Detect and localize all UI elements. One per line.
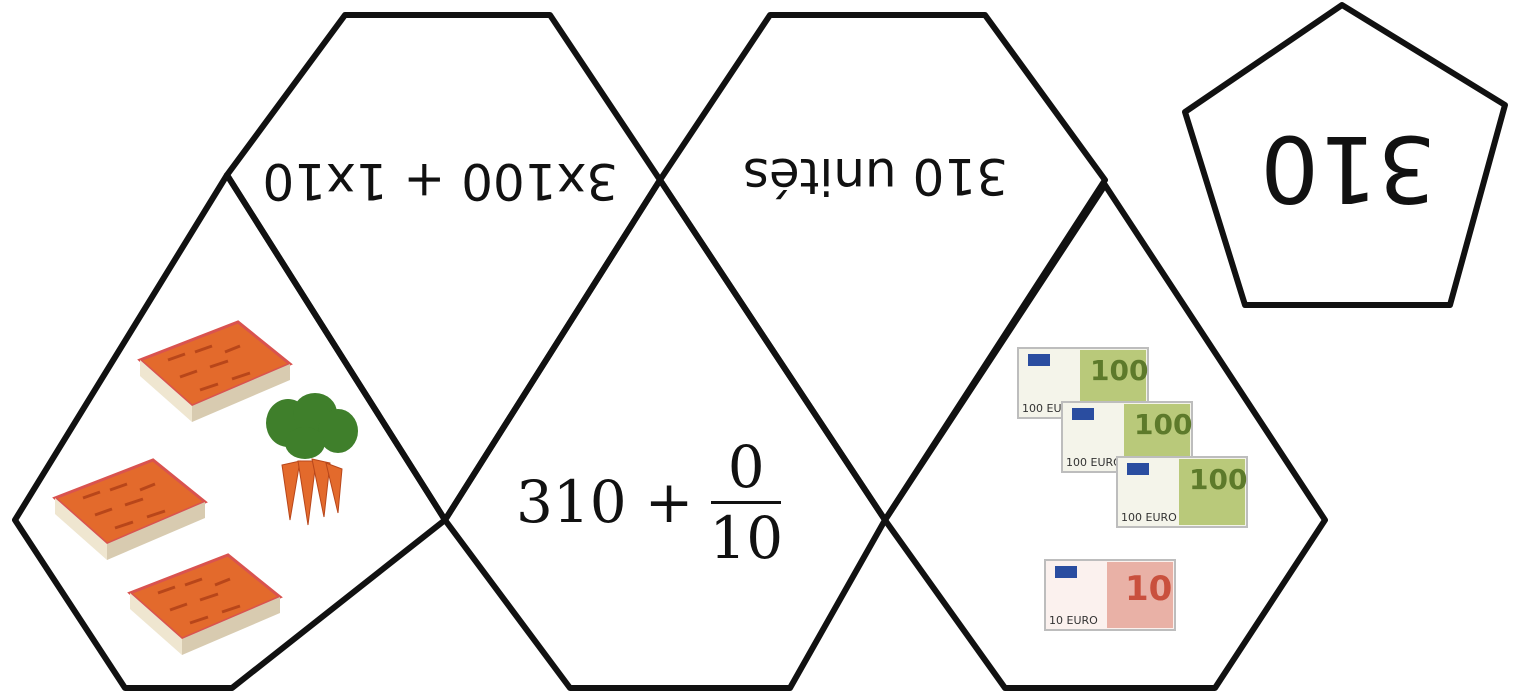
number-card-text: 310 xyxy=(1260,115,1436,222)
carrot-crate xyxy=(128,553,282,657)
fraction-bar xyxy=(711,500,782,504)
fraction-whole: 310 xyxy=(516,468,627,536)
banknote-100 xyxy=(1116,456,1249,528)
fraction-card-expression: 310 + 0 10 xyxy=(516,432,783,572)
banknotes-image xyxy=(1017,347,1249,631)
banknote-10 xyxy=(1044,559,1176,631)
fraction: 0 10 xyxy=(709,437,783,568)
hexagon-card-units xyxy=(657,12,1108,523)
hexagon-card-expanded xyxy=(224,12,663,523)
pentagon-card-number xyxy=(1182,2,1508,308)
fraction-denominator: 10 xyxy=(709,503,784,572)
carrot-crates-image xyxy=(53,320,292,657)
hexagon-card-fraction xyxy=(442,177,888,691)
hexagon-card-left xyxy=(12,172,448,691)
units-card-text: 310 unités xyxy=(742,147,1008,205)
carrot-crate xyxy=(138,320,292,424)
hexagon-card-banknotes xyxy=(882,182,1328,691)
fraction-numerator: 0 xyxy=(727,432,765,501)
carrot-bunch-image xyxy=(266,393,358,526)
carrot-crate xyxy=(53,458,207,562)
expanded-form-card-text: 3x100 + 1x10 xyxy=(262,152,618,210)
fraction-operator: + xyxy=(644,468,694,536)
